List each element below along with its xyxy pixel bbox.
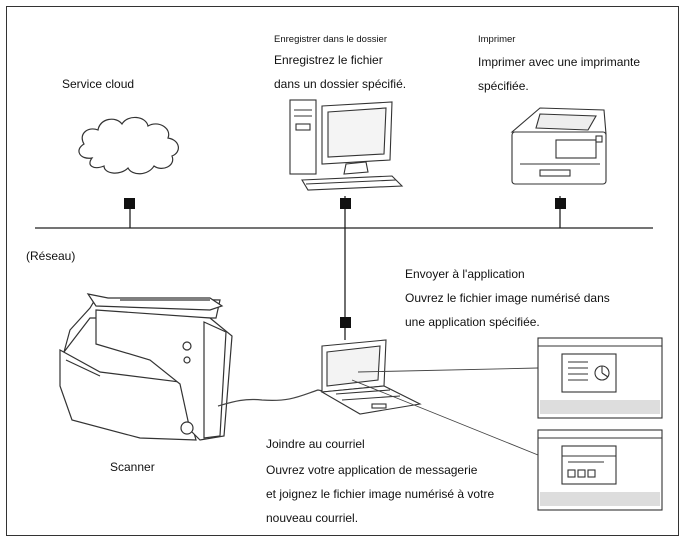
mail-link-line (351, 379, 539, 456)
scanner-icon (59, 293, 233, 441)
scanner-label: Scanner (110, 460, 155, 474)
folder-title: Enregistrer dans le dossier (274, 34, 387, 45)
cloud-icon (78, 116, 179, 175)
print-title: Imprimer (478, 34, 516, 45)
app-line2: une application spécifiée. (405, 315, 540, 329)
laptop-connector (340, 317, 351, 328)
cloud-connector (124, 198, 135, 209)
app-link-line (357, 367, 539, 373)
diagram-frame (6, 6, 679, 536)
app-line1: Ouvrez le fichier image numérisé dans (405, 291, 610, 305)
printer-connector (555, 198, 566, 209)
laptop-icon (320, 339, 422, 415)
folder-line1: Enregistrez le fichier (274, 53, 383, 67)
mail-line1: Ouvrez votre application de messagerie (266, 463, 478, 477)
print-line2: spécifiée. (478, 79, 529, 93)
network-label: (Réseau) (26, 249, 76, 263)
cloud-label: Service cloud (62, 77, 135, 91)
app-title: Envoyer à l'application (405, 267, 525, 281)
application-window-icon (537, 337, 663, 419)
pc-connector (340, 198, 351, 209)
folder-line2: dans un dossier spécifié. (274, 77, 407, 91)
printer-icon (510, 107, 607, 185)
usb-cable (217, 389, 329, 407)
mail-window-icon (537, 429, 663, 511)
mail-line3: nouveau courriel. (266, 511, 359, 525)
print-line1: Imprimer avec une imprimante (478, 55, 641, 69)
mail-line2: et joignez le fichier image numérisé à v… (266, 487, 495, 501)
mail-title: Joindre au courriel (266, 437, 365, 451)
desktop-pc-icon (289, 99, 404, 191)
